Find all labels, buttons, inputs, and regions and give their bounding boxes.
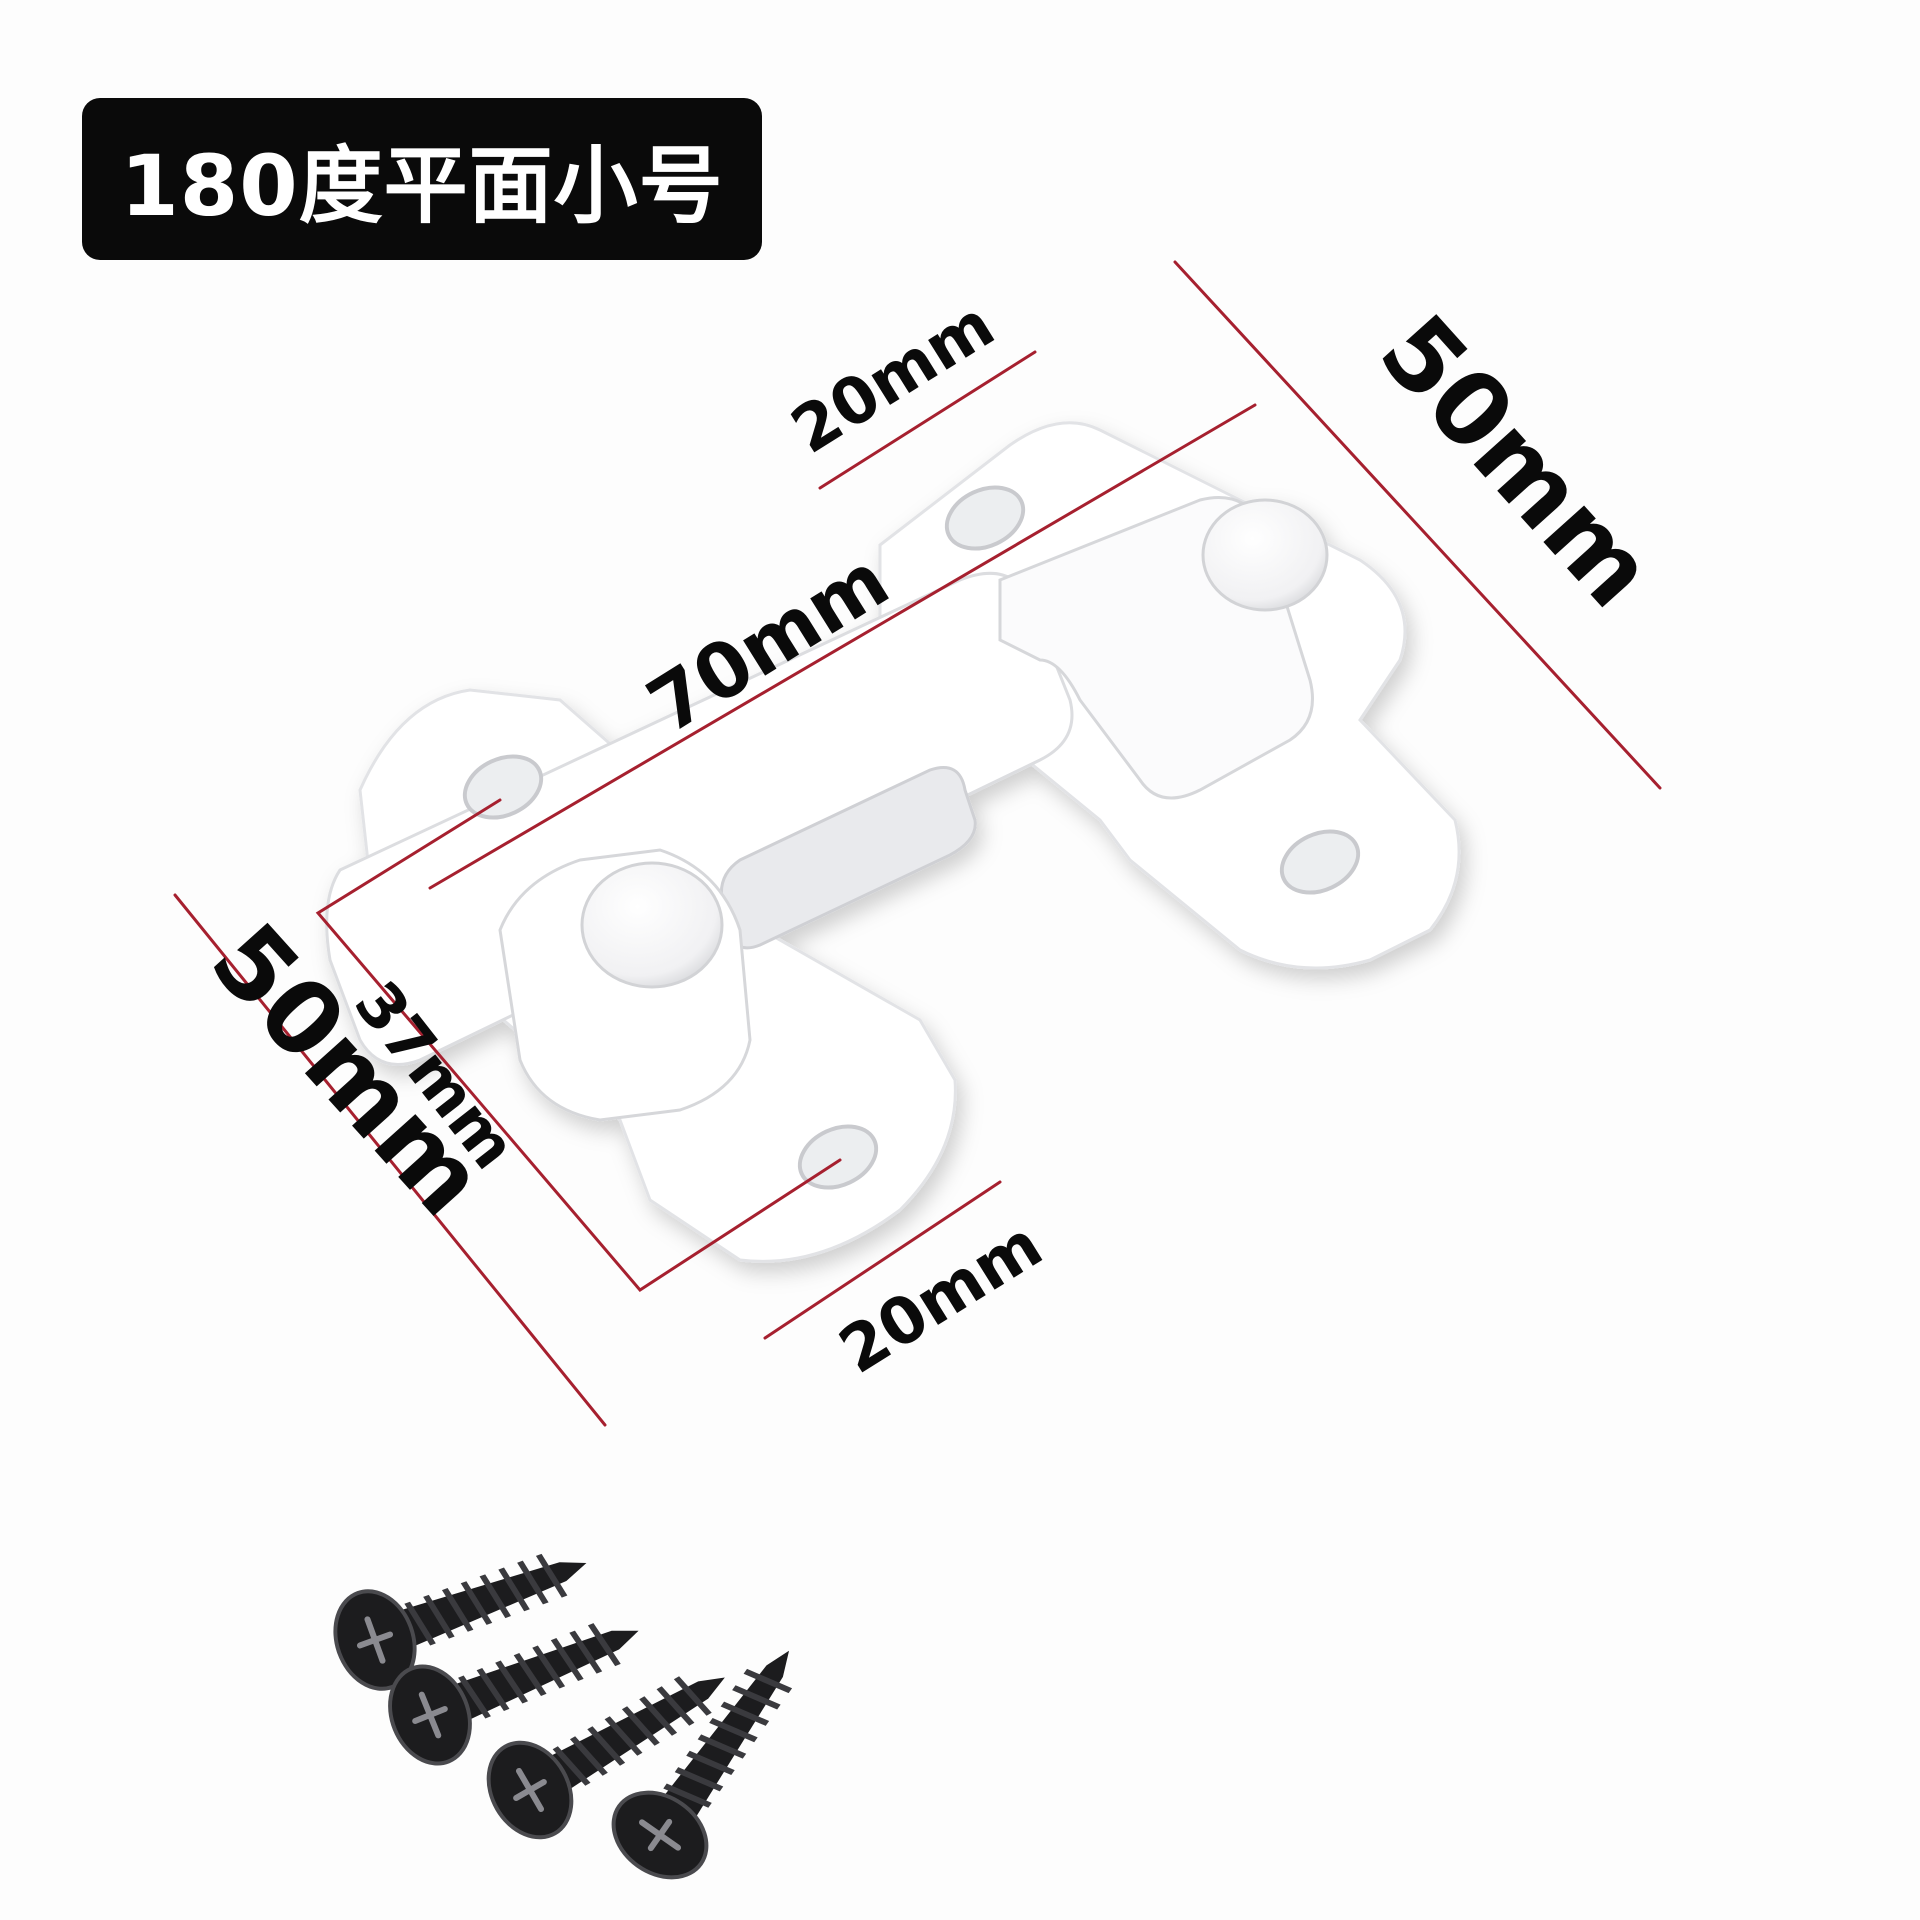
mounting-hole — [462, 754, 544, 820]
dim-line-length — [428, 403, 1257, 890]
screw — [611, 1650, 793, 1880]
dimension-lines — [173, 260, 1662, 1427]
dim-line-right-height — [1173, 260, 1662, 790]
dim-line-left-height — [173, 893, 607, 1427]
mounting-hole — [944, 485, 1026, 551]
knob — [580, 861, 724, 989]
door-latch — [325, 421, 1461, 1263]
mounting-hole — [1279, 829, 1361, 895]
dim-line-plate-height — [315, 798, 842, 1292]
title-badge: 180度平面小号 — [82, 98, 762, 260]
slot-opening — [719, 766, 977, 950]
title-text: 180度平面小号 — [120, 136, 724, 235]
screw — [486, 1676, 725, 1840]
dim-line-bottom-tab — [763, 1180, 1002, 1340]
screws — [333, 1553, 793, 1880]
label-right-height: 50mm — [1357, 293, 1677, 630]
screw — [333, 1553, 587, 1691]
dim-line-top-tab — [818, 350, 1037, 490]
knob — [1201, 498, 1329, 612]
screw — [388, 1623, 639, 1766]
